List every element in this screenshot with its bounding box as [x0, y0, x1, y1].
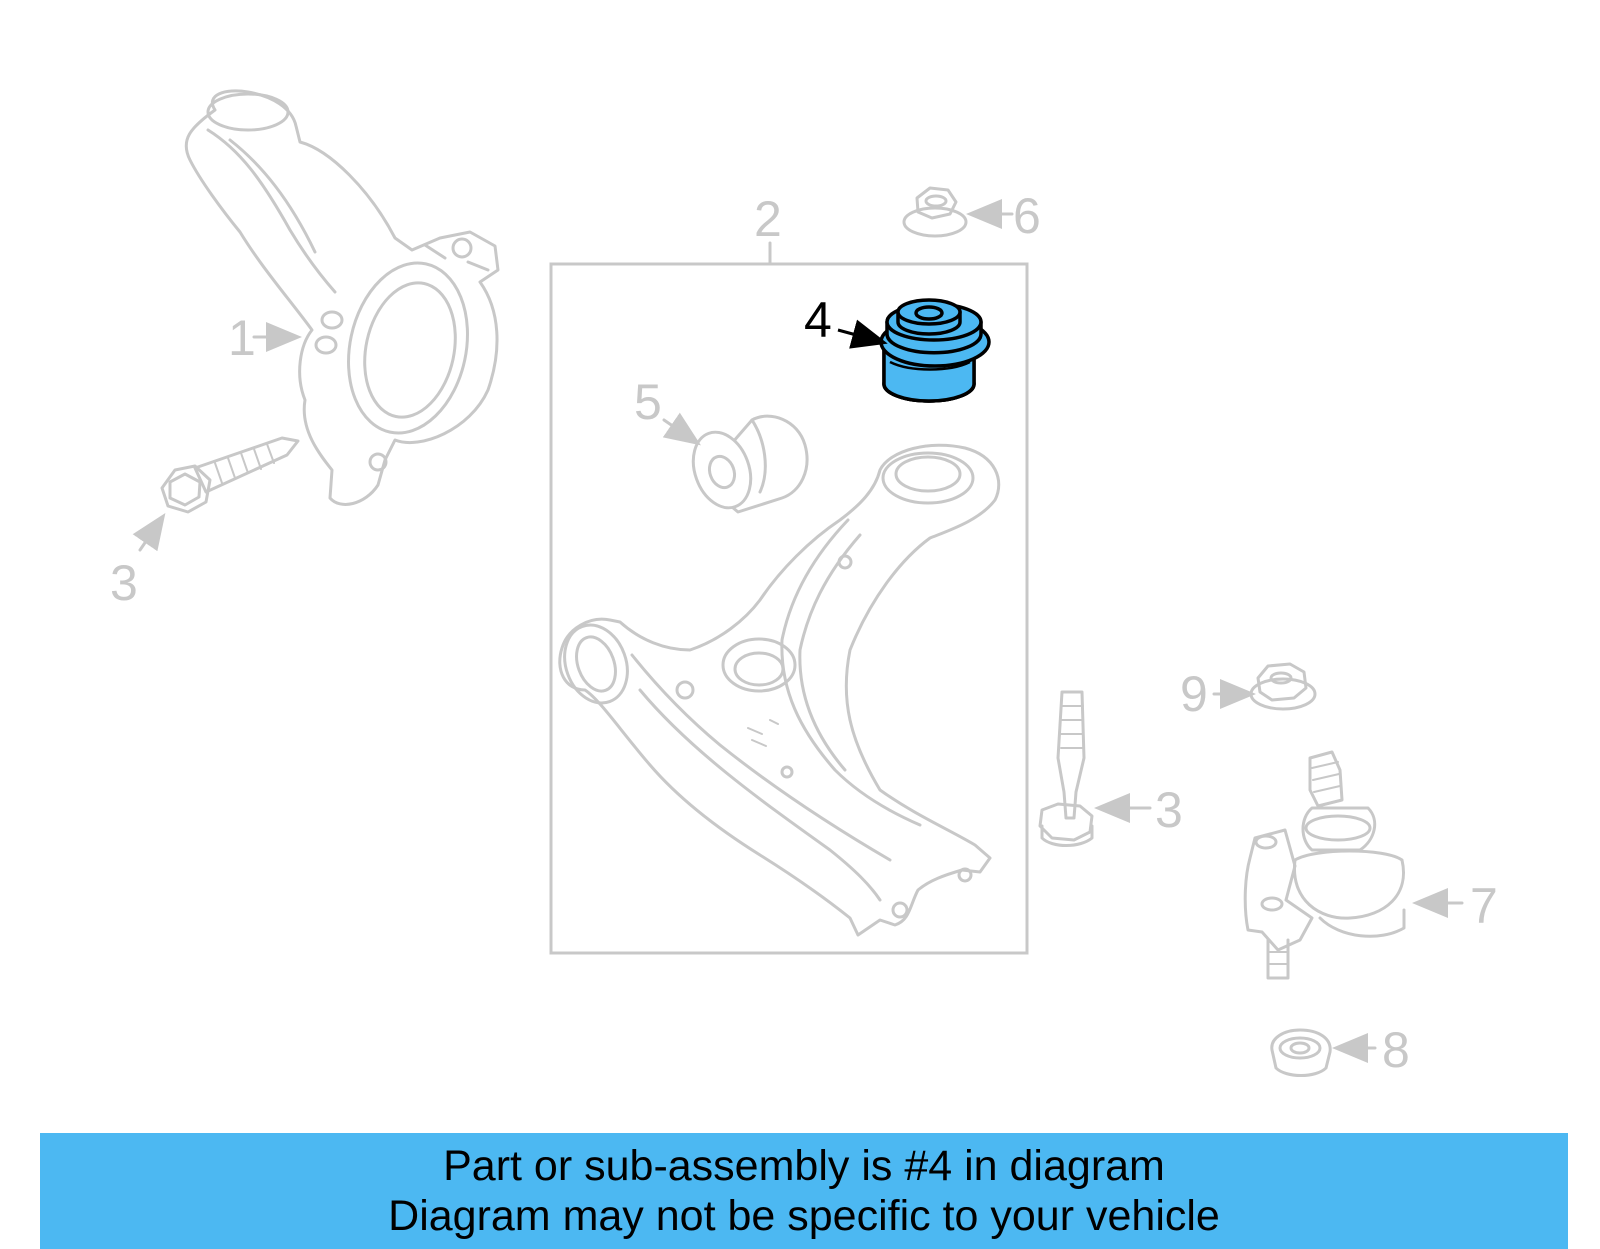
- leader-arrow-4: [837, 319, 888, 349]
- callout-9: 9: [1180, 666, 1208, 722]
- bushing-part-5: [691, 414, 809, 514]
- leader-arrow-5: [662, 412, 701, 446]
- callout-1: 1: [228, 310, 256, 366]
- callout-4[interactable]: 4: [804, 292, 832, 348]
- callout-3-right: 3: [1155, 782, 1183, 838]
- info-banner: Part or sub-assembly is #4 in diagram Di…: [40, 1133, 1568, 1249]
- control-arm-assembly-frame: [549, 262, 1029, 955]
- ball-joint-part-7: [1243, 750, 1406, 980]
- callout-6: 6: [1013, 188, 1041, 244]
- steering-knuckle-part: [184, 89, 500, 506]
- bolt-part-left: [160, 436, 300, 514]
- nut-part-9: [1249, 662, 1317, 711]
- banner-line-2: Diagram may not be specific to your vehi…: [388, 1192, 1220, 1240]
- bolt-part-right: [1038, 690, 1094, 847]
- nut-part-8: [1270, 1028, 1332, 1077]
- leader-arrow-3-left: [132, 513, 166, 552]
- callout-5: 5: [634, 374, 662, 430]
- callout-8: 8: [1382, 1022, 1410, 1078]
- lower-control-arm-part: [558, 443, 1001, 937]
- callout-2: 2: [754, 191, 782, 247]
- banner-line-1: Part or sub-assembly is #4 in diagram: [443, 1142, 1165, 1190]
- callout-3-left: 3: [110, 555, 138, 611]
- highlighted-bushing-part-4[interactable]: [879, 298, 991, 403]
- callout-7: 7: [1470, 878, 1498, 934]
- nut-part-6: [902, 186, 968, 238]
